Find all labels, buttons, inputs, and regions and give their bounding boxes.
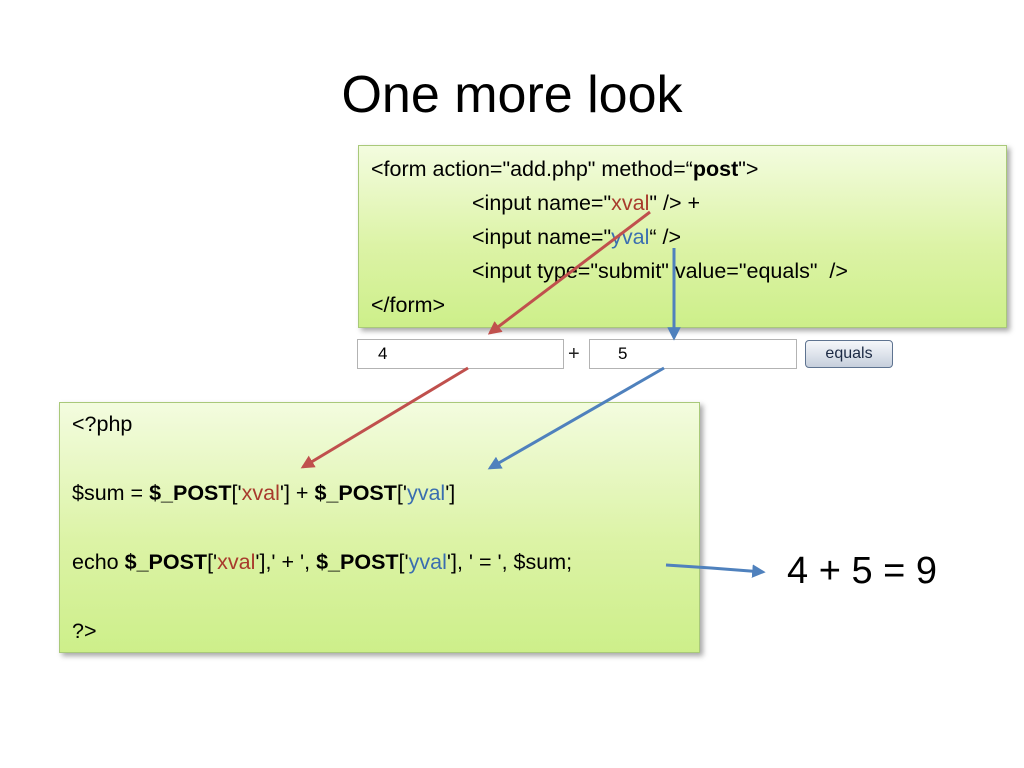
php-code-box: <?php $sum = $_POST['xval'] + $_POST['yv… [59, 402, 700, 653]
php-code-line-1: <?php [72, 412, 133, 436]
yval-token: yval [406, 481, 446, 505]
php-code-blank-1 [72, 442, 699, 477]
yval-token: yval [611, 225, 650, 249]
result-text: 4 + 5 = 9 [787, 550, 938, 592]
xval-input[interactable]: 4 [357, 339, 564, 369]
yval-token: yval [408, 550, 447, 574]
php-code-line-4: ?> [72, 619, 97, 643]
form-code-line-4: <input type="submit" value="equals" /> [472, 259, 848, 283]
form-code-line-1: <form action="add.php" method=“post"> [371, 157, 759, 181]
php-code-line-2: $sum = $_POST['xval'] + $_POST['yval'] [72, 481, 456, 505]
php-code-blank-2 [72, 511, 699, 546]
xval-token: xval [217, 550, 256, 574]
php-code-line-3: echo $_POST['xval'],' + ', $_POST['yval'… [72, 550, 573, 574]
slide-title: One more look [341, 66, 683, 124]
form-code-line-2: <input name="xval" /> + [472, 191, 701, 215]
form-code-line-5: </form> [371, 293, 446, 317]
plus-sign: + [568, 343, 580, 365]
xval-token: xval [611, 191, 650, 215]
xval-token: xval [241, 481, 280, 505]
equals-button[interactable]: equals [805, 340, 893, 368]
php-code-blank-3 [72, 580, 699, 615]
yval-input[interactable]: 5 [589, 339, 797, 369]
form-code-line-3: <input name="yval“ /> [472, 225, 682, 249]
html-form-code-box: <form action="add.php" method=“post"> <i… [358, 145, 1007, 328]
